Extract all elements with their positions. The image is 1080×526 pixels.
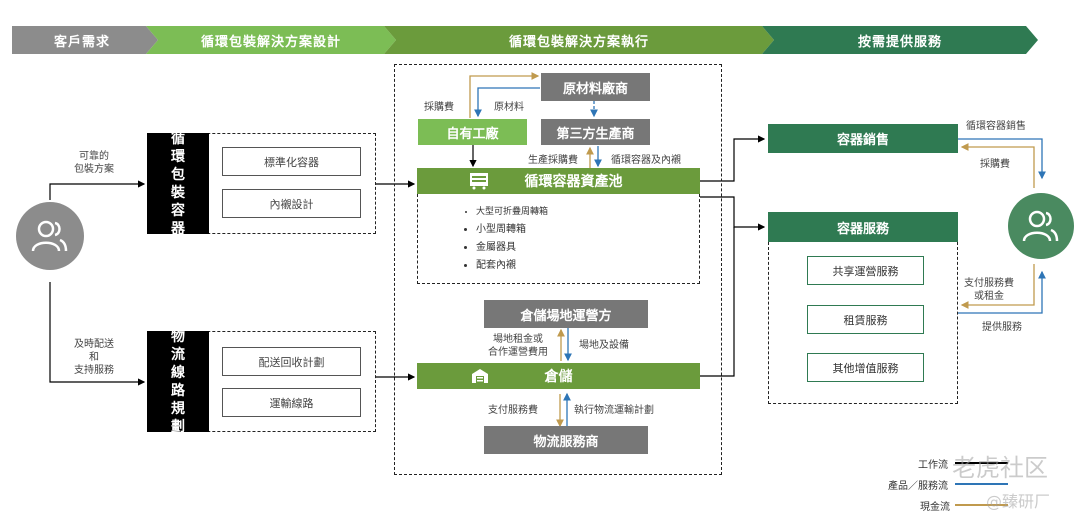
label-timely-delivery: 及時配送 和 支持服務 — [64, 338, 124, 377]
legend-work-flow: 工作流 — [918, 460, 948, 471]
packaging-container-title: 循 環 包 裝 容 器 — [147, 130, 209, 237]
warehouse-icon — [472, 369, 488, 383]
work-flow-to-logistics — [49, 282, 146, 386]
product-flow-provide-service — [958, 270, 1046, 314]
title-char: 線 — [171, 364, 185, 381]
label-pay-service-fee: 支付服務費 — [488, 405, 538, 416]
container-sales: 容器銷售 — [768, 124, 958, 153]
watermark-tiger-community: 老虎社区 — [952, 454, 1048, 482]
watermark-author: @臻研厂 — [986, 492, 1051, 511]
container-services-header: 容器服務 — [768, 212, 958, 242]
work-flow-pool-to-services — [700, 196, 766, 231]
title-char: 器 — [171, 220, 185, 237]
service-other-value-added: 其他增值服務 — [807, 353, 924, 382]
raw-material-supplier: 原材料廠商 — [541, 73, 650, 101]
title-char: 裝 — [171, 184, 185, 201]
logistics-planning-title: 物 流 線 路 規 劃 — [147, 328, 209, 435]
title-char: 物 — [171, 328, 185, 345]
users-icon — [1022, 210, 1059, 242]
label-line: 及時配送 — [74, 339, 114, 350]
title-char: 流 — [171, 346, 185, 363]
label-rent: 場地租金或 合作運營費用 — [488, 333, 548, 359]
work-flow-warehouse-to-services — [700, 227, 735, 377]
stage-arrow-4 — [762, 26, 1038, 54]
warehouse-title: 倉儲 — [544, 369, 573, 385]
third-party-manufacturer: 第三方生產商 — [541, 119, 650, 145]
label-raw-material: 原材料 — [494, 102, 524, 113]
label-container-sales-flow: 循環容器銷售 — [966, 121, 1026, 132]
asset-pool-header: 循環容器資產池 — [417, 168, 700, 194]
label-line: 包裝方案 — [74, 164, 114, 175]
stage-solution-execution: 循環包裝解決方案執行 — [508, 34, 649, 50]
label-containers-liners: 循環容器及內襯 — [611, 155, 681, 166]
cash-flow-purchase-fee — [469, 72, 540, 118]
label-line: 合作運營費用 — [488, 347, 548, 358]
asset-pool-list: 大型可折疊周轉箱 小型周轉箱 金屬器具 配套內襯 — [458, 203, 548, 275]
asset-item: 金屬器具 — [476, 239, 548, 257]
title-char: 循 — [171, 130, 185, 147]
stage-on-demand-service: 按需提供服務 — [857, 34, 942, 50]
label-purchase-fee: 採購費 — [424, 102, 454, 113]
label-execute-plan: 執行物流運輸計劃 — [574, 405, 654, 416]
container-icon — [470, 173, 488, 190]
own-factory: 自有工廠 — [418, 119, 527, 145]
warehouse-header: 倉儲 — [417, 363, 700, 389]
label-production-purchase-fee: 生產採購費 — [528, 155, 578, 166]
item-transport-route: 運輸線路 — [222, 388, 361, 417]
title-char: 容 — [171, 202, 185, 219]
service-leasing: 租賃服務 — [807, 305, 924, 334]
customer-avatar-left — [16, 202, 84, 270]
execution-group — [394, 64, 722, 475]
label-line: 支付服務費 — [964, 278, 1014, 289]
item-standard-container: 標準化容器 — [222, 147, 361, 176]
asset-pool-list-box — [417, 194, 700, 284]
stage-arrow-1 — [12, 26, 158, 54]
asset-pool-title: 循環容器資產池 — [524, 174, 623, 190]
work-flow-pool-to-sales — [700, 135, 766, 182]
logistics-service-provider: 物流服務商 — [484, 426, 648, 454]
title-char: 包 — [171, 166, 185, 183]
label-reliable-packaging: 可靠的 包裝方案 — [64, 150, 124, 176]
title-char: 環 — [171, 148, 185, 165]
title-char: 路 — [171, 382, 185, 399]
item-liner-design: 內襯設計 — [222, 189, 361, 218]
asset-item: 配套內襯 — [476, 257, 548, 275]
stage-customer-demand: 客戶需求 — [53, 34, 110, 50]
users-icon — [31, 220, 68, 252]
stage-arrow-3 — [384, 26, 774, 54]
label-line: 可靠的 — [79, 151, 109, 162]
label-line: 支持服務 — [74, 365, 114, 376]
label-right-purchase-fee: 採購費 — [980, 159, 1010, 170]
item-delivery-recovery-plan: 配送回收計劃 — [222, 347, 361, 376]
product-flow-sales — [958, 138, 1046, 180]
title-char: 劃 — [171, 418, 185, 435]
service-shared-operation: 共享運營服務 — [807, 256, 924, 285]
label-pay-service-or-rent: 支付服務費 或租金 — [964, 277, 1014, 303]
work-flow-to-packaging — [49, 180, 146, 200]
warehouse-site-operator: 倉儲場地運營方 — [484, 300, 648, 328]
asset-item: 小型周轉箱 — [476, 221, 548, 239]
legend-product-service-flow: 產品／服務流 — [888, 481, 948, 492]
cash-flow-sales-fee — [960, 143, 1035, 188]
label-provide-service: 提供服務 — [982, 322, 1022, 333]
asset-item: 大型可折疊周轉箱 — [476, 203, 548, 221]
stage-arrow-2 — [146, 26, 396, 54]
label-line: 場地租金或 — [493, 334, 543, 345]
product-flow-raw-material — [474, 87, 540, 118]
label-site-equipment: 場地及設備 — [579, 340, 629, 351]
stage-solution-design: 循環包裝解決方案設計 — [200, 34, 341, 50]
stage-arrows — [12, 26, 1038, 54]
legend-cash-flow: 現金流 — [920, 502, 950, 513]
cash-flow-service-rent — [960, 264, 1035, 309]
container-services-group — [768, 242, 958, 404]
title-char: 規 — [171, 400, 185, 417]
customer-avatar-right — [1008, 193, 1074, 259]
label-line: 或租金 — [974, 291, 1004, 302]
label-line: 和 — [89, 352, 99, 363]
